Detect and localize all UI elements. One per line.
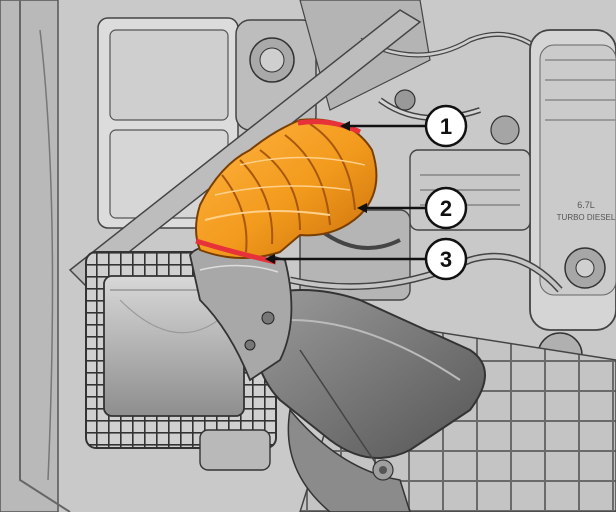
air-intake-duct [246,289,486,512]
callout-3-number: 3 [440,247,452,272]
engine-badge: 6.7L TURBO DIESEL [557,200,616,222]
callout-1: 1 [340,104,468,148]
callout-3: 3 [265,237,468,281]
engine-badge-text: TURBO DIESEL [557,213,616,222]
clamp-upper [297,119,362,135]
callout-1-number: 1 [440,114,452,139]
callout-2-number: 2 [440,196,452,221]
engine-badge-size: 6.7L [577,200,595,210]
callout-2: 2 [357,186,468,230]
